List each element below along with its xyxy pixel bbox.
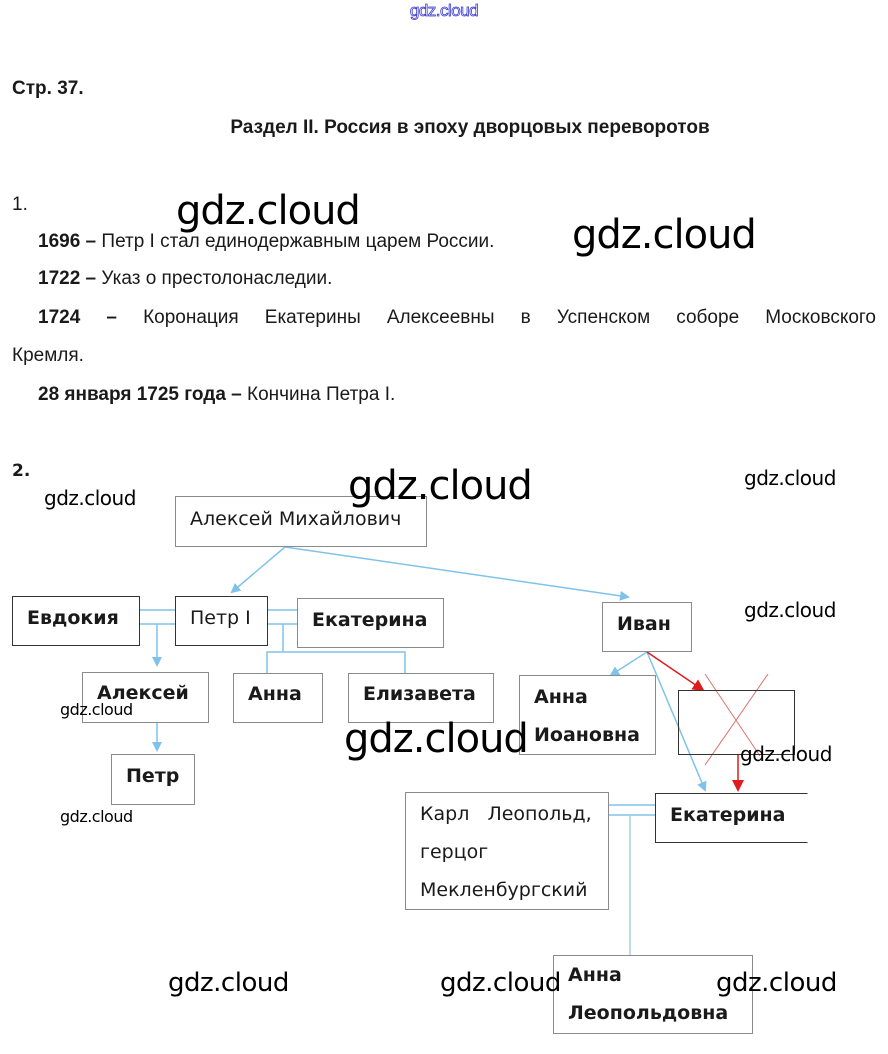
node-label: Алексей Михайлович — [190, 508, 402, 530]
watermark: gdz.cloud — [344, 716, 529, 762]
event-date: 1724 — [38, 307, 81, 328]
node-label-line: Леопольдовна — [568, 1002, 729, 1024]
task-2-number: 2. — [12, 461, 31, 481]
event-text: Петр I стал единодержавным царем России. — [101, 231, 495, 252]
node-label: Елизавета — [363, 683, 476, 705]
node-label-line: Анна — [534, 686, 588, 708]
watermark: gdz.cloud — [716, 968, 837, 998]
watermark: gdz.cloud — [740, 742, 832, 766]
watermark: gdz.cloud — [60, 700, 133, 719]
node-ekaterina-ivanovna: Екатерина — [655, 793, 808, 843]
node-label: Петр — [126, 765, 180, 787]
node-crossed-out — [678, 690, 795, 755]
node-anna: Анна — [233, 673, 323, 723]
children-bracket — [266, 651, 406, 673]
watermark: gdz.cloud — [44, 486, 136, 510]
node-label: Петр I — [190, 607, 251, 629]
node-aleksey-mikhailovich: Алексей Михайлович — [175, 496, 427, 547]
node-label: Алексей — [97, 682, 189, 704]
event-dash: – — [225, 384, 248, 405]
section-title: Раздел II. Россия в эпоху дворцовых пере… — [230, 117, 710, 138]
event-text: Коронация Екатерины Алексеевны в Успенск… — [143, 307, 876, 328]
arrow-ivan-to-ekaterina — [646, 651, 707, 792]
cross-out-icon — [704, 673, 769, 766]
event-text: Кончина Петра I. — [247, 384, 396, 405]
node-anna-leopoldovna: Анна Леопольдовна — [553, 955, 753, 1034]
arrow-ivan-to-anna-ioanovna — [609, 651, 648, 677]
node-evdokiya: Евдокия — [12, 596, 140, 646]
watermark: gdz.cloud — [348, 463, 533, 509]
node-label: Екатерина — [312, 609, 428, 631]
event-date: 28 января 1725 года — [38, 384, 226, 405]
node-petr-1: Петр I — [175, 596, 268, 646]
watermark: gdz.cloud — [440, 968, 561, 998]
watermark: gdz.cloud — [60, 807, 133, 826]
event-continuation: Кремля. — [12, 345, 84, 366]
node-elizaveta: Елизавета — [348, 673, 494, 723]
watermark: gdz.cloud — [176, 188, 361, 234]
node-petr-2: Петр — [111, 754, 195, 805]
red-arrow-ivan — [646, 651, 705, 692]
event-text: Указ о престолонаследии. — [101, 268, 333, 289]
event-dash: – — [80, 231, 102, 252]
node-label-line: Анна — [568, 964, 622, 986]
node-label: Анна — [248, 683, 302, 705]
event-line: 1724 – Коронация Екатерины Алексеевны в … — [38, 307, 876, 329]
arrow-am-to-ivan — [284, 546, 630, 601]
watermark: gdz.cloud — [744, 466, 836, 490]
event-line: 1696 – Петр I стал единодержавным царем … — [38, 231, 494, 253]
node-aleksey: Алексей — [82, 672, 209, 723]
task-1-number: 1. — [12, 194, 28, 215]
page-reference: Стр. 37. — [12, 78, 84, 99]
watermark: gdz.cloud — [572, 212, 757, 258]
node-ivan: Иван — [602, 602, 692, 652]
event-date: 1696 — [38, 231, 81, 252]
watermark: gdz.cloud — [168, 968, 289, 998]
node-label: Иван — [617, 613, 671, 635]
event-line: 1722 – Указ о престолонаследии. — [38, 268, 332, 290]
node-karl-leopold: Карл Леопольд, герцог Мекленбургский — [405, 792, 609, 910]
node-label: Евдокия — [27, 607, 119, 629]
watermark: gdz.cloud — [744, 598, 836, 622]
node-label-line: Карл Леопольд, — [420, 803, 592, 825]
event-dash: – — [80, 307, 144, 328]
node-label-line: Иоановна — [534, 724, 640, 746]
arrow-am-to-petr1 — [230, 546, 286, 594]
event-date: 1722 — [38, 268, 81, 289]
node-ekaterina-1: Екатерина — [297, 598, 444, 648]
node-anna-ioanovna: Анна Иоановна — [519, 675, 656, 755]
site-watermark: gdz.cloud — [409, 1, 479, 21]
node-label-line: герцог — [420, 841, 489, 863]
event-line: 28 января 1725 года – Кончина Петра I. — [38, 384, 395, 406]
event-dash: – — [80, 268, 102, 289]
node-label-line: Мекленбургский — [420, 879, 588, 901]
node-label: Екатерина — [670, 804, 786, 826]
